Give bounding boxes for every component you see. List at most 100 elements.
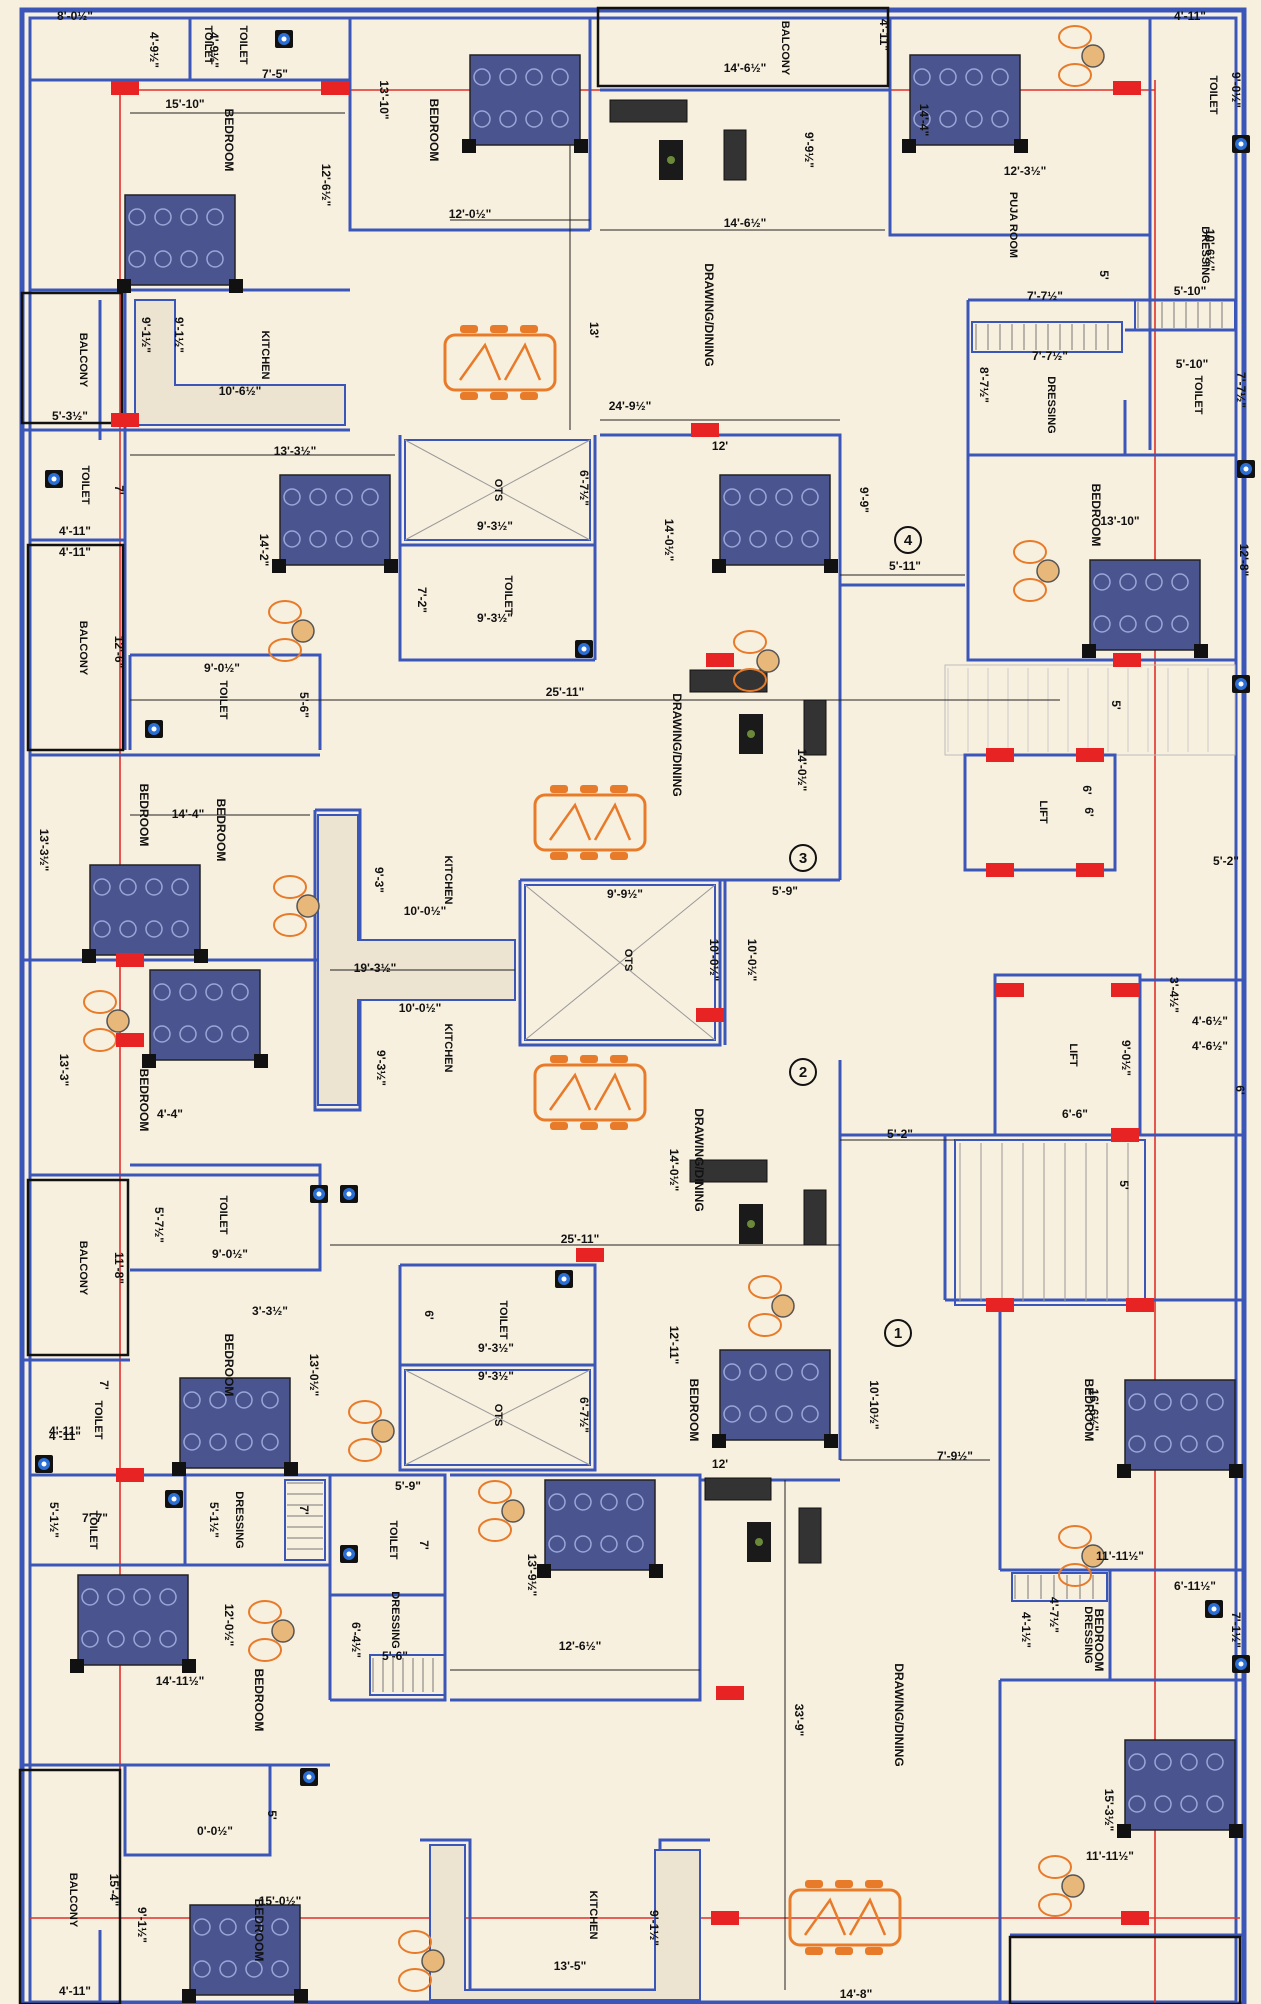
bed-icon xyxy=(462,54,588,153)
dimension-label: 10'-0½" xyxy=(399,1001,442,1015)
dimension-label: 9'-0½" xyxy=(204,661,240,675)
dimension-label: 4'-11" xyxy=(59,524,91,538)
dimension-label: 9'-9½" xyxy=(607,887,643,901)
dimension-label: 14'-2" xyxy=(257,534,271,567)
toilet-fixture-icon xyxy=(1232,675,1250,693)
dimension-label: 15'-4" xyxy=(107,1874,121,1907)
room-label: BEDROOM xyxy=(252,1669,266,1732)
room-label: KITCHEN xyxy=(259,331,271,380)
toilet-fixture-icon xyxy=(45,470,63,488)
lounge-chair-icon xyxy=(398,1930,445,1992)
room-label: TOILET xyxy=(87,1511,99,1550)
dimension-label: 13' xyxy=(587,322,601,338)
dimension-lines xyxy=(130,90,1060,1990)
dimension-label: 13'-10" xyxy=(1100,514,1139,528)
dimension-label: 3'-3½" xyxy=(252,1304,288,1318)
room-label: TOILET xyxy=(202,26,214,65)
lounge-chair-icon xyxy=(748,1275,795,1337)
room-label: KITCHEN xyxy=(587,1891,599,1940)
dimension-label: 4'-1½" xyxy=(1019,1612,1033,1648)
dimension-label: 5'-9" xyxy=(395,1479,421,1493)
toilet-fixture-icon xyxy=(575,640,593,658)
room-label: DRAWING/DINING xyxy=(892,1663,906,1766)
column-marker xyxy=(111,413,139,427)
dimension-label: 9'-3½" xyxy=(477,519,513,533)
lounge-chair-icon xyxy=(1013,540,1060,602)
dimension-label: 25'-11" xyxy=(546,685,585,699)
sofa-sets xyxy=(609,99,827,1564)
column-marker xyxy=(986,748,1014,762)
dimension-label: 5'-10" xyxy=(1176,357,1209,371)
sofa-icon xyxy=(689,669,827,756)
room-label: TOILET xyxy=(217,681,229,720)
column-marker xyxy=(1121,1911,1149,1925)
dining-table-icon xyxy=(788,1880,902,1955)
toilet-fixture-icon xyxy=(300,1768,318,1786)
room-label: TOILET xyxy=(502,576,514,615)
dimension-label: 14'-8" xyxy=(840,1987,873,2001)
lounge-chairs xyxy=(83,25,1105,1992)
bed-icon xyxy=(142,969,268,1068)
column-marker xyxy=(116,953,144,967)
room-label: BEDROOM xyxy=(222,109,236,172)
dimension-label: 13'-3" xyxy=(57,1054,71,1087)
dimension-label: 6'-6" xyxy=(1062,1107,1088,1121)
dimension-label: 7'-2" xyxy=(415,587,429,613)
column-marker xyxy=(321,81,349,95)
bed-icon xyxy=(82,864,208,963)
dimension-label: 5'-2" xyxy=(1213,854,1239,868)
room-label: BEDROOM xyxy=(1092,1609,1106,1672)
dimension-label: 7'-5" xyxy=(262,67,288,81)
room-label: DRAWING/DINING xyxy=(692,1108,706,1211)
dimension-label: 4'-11" xyxy=(59,1984,91,1998)
column-marker xyxy=(711,1911,739,1925)
dimension-label: 4'-4" xyxy=(157,1107,183,1121)
room-label: OTS xyxy=(622,949,634,972)
toilet-fixture-icon xyxy=(1237,460,1255,478)
dimension-label: 14'-6½" xyxy=(724,61,767,75)
room-label: TOILET xyxy=(79,466,91,505)
dimension-label: 6'-11½" xyxy=(1174,1579,1216,1593)
dimension-label: 13'-9½" xyxy=(525,1554,539,1597)
unit-number-badge: 4 xyxy=(894,526,922,554)
dimension-label: 9'-3½" xyxy=(374,1050,388,1086)
column-marker xyxy=(1076,748,1104,762)
toilet-fixture-icon xyxy=(310,1185,328,1203)
sofa-icon xyxy=(609,99,747,181)
toilet-fixture-icon xyxy=(275,30,293,48)
dimension-label: 15'-0½" xyxy=(259,1894,302,1908)
dimension-label: 5'-2" xyxy=(887,1127,913,1141)
toilet-fixture-icon xyxy=(555,1270,573,1288)
bed-icon xyxy=(1082,559,1208,658)
dimension-label: 10'-6½" xyxy=(219,384,262,398)
dimension-label: 12'-11" xyxy=(667,1326,681,1365)
beds xyxy=(70,54,1243,2003)
dimension-label: 5'-9" xyxy=(772,884,798,898)
dimension-label: 7' xyxy=(417,1540,431,1550)
dimension-label: 11'-8" xyxy=(112,1252,126,1284)
dimension-label: 12'-6" xyxy=(112,636,126,669)
dimension-label: 4'-11" xyxy=(49,1424,81,1438)
bed-icon xyxy=(712,1349,838,1448)
dimension-label: 12'-6½" xyxy=(559,1639,602,1653)
bed-icon xyxy=(537,1479,663,1578)
dimension-label: 12' xyxy=(712,439,728,453)
dimension-label: 5'-6" xyxy=(297,692,311,718)
dimension-label: 14'-11½" xyxy=(156,1674,205,1688)
dimension-label: 6' xyxy=(1233,1085,1247,1095)
column-marker xyxy=(986,863,1014,877)
dining-table-icon xyxy=(533,785,647,860)
dimension-label: 11'-11½" xyxy=(1096,1549,1144,1563)
lounge-chair-icon xyxy=(268,600,315,662)
dimension-label: 10'-0½" xyxy=(707,939,721,982)
dimension-label: 12' xyxy=(712,1457,728,1471)
dimension-label: 4'-9½" xyxy=(147,32,161,68)
dimension-label: 6'-7½" xyxy=(577,470,591,506)
dimension-label: 7'-7½" xyxy=(1032,349,1068,363)
room-label: BEDROOM xyxy=(137,784,151,847)
dimension-label: 5'-7½" xyxy=(152,1207,166,1243)
room-label: BALCONY xyxy=(779,21,791,76)
balcony-outlines xyxy=(18,6,1242,2004)
bed-icon xyxy=(172,1377,298,1476)
